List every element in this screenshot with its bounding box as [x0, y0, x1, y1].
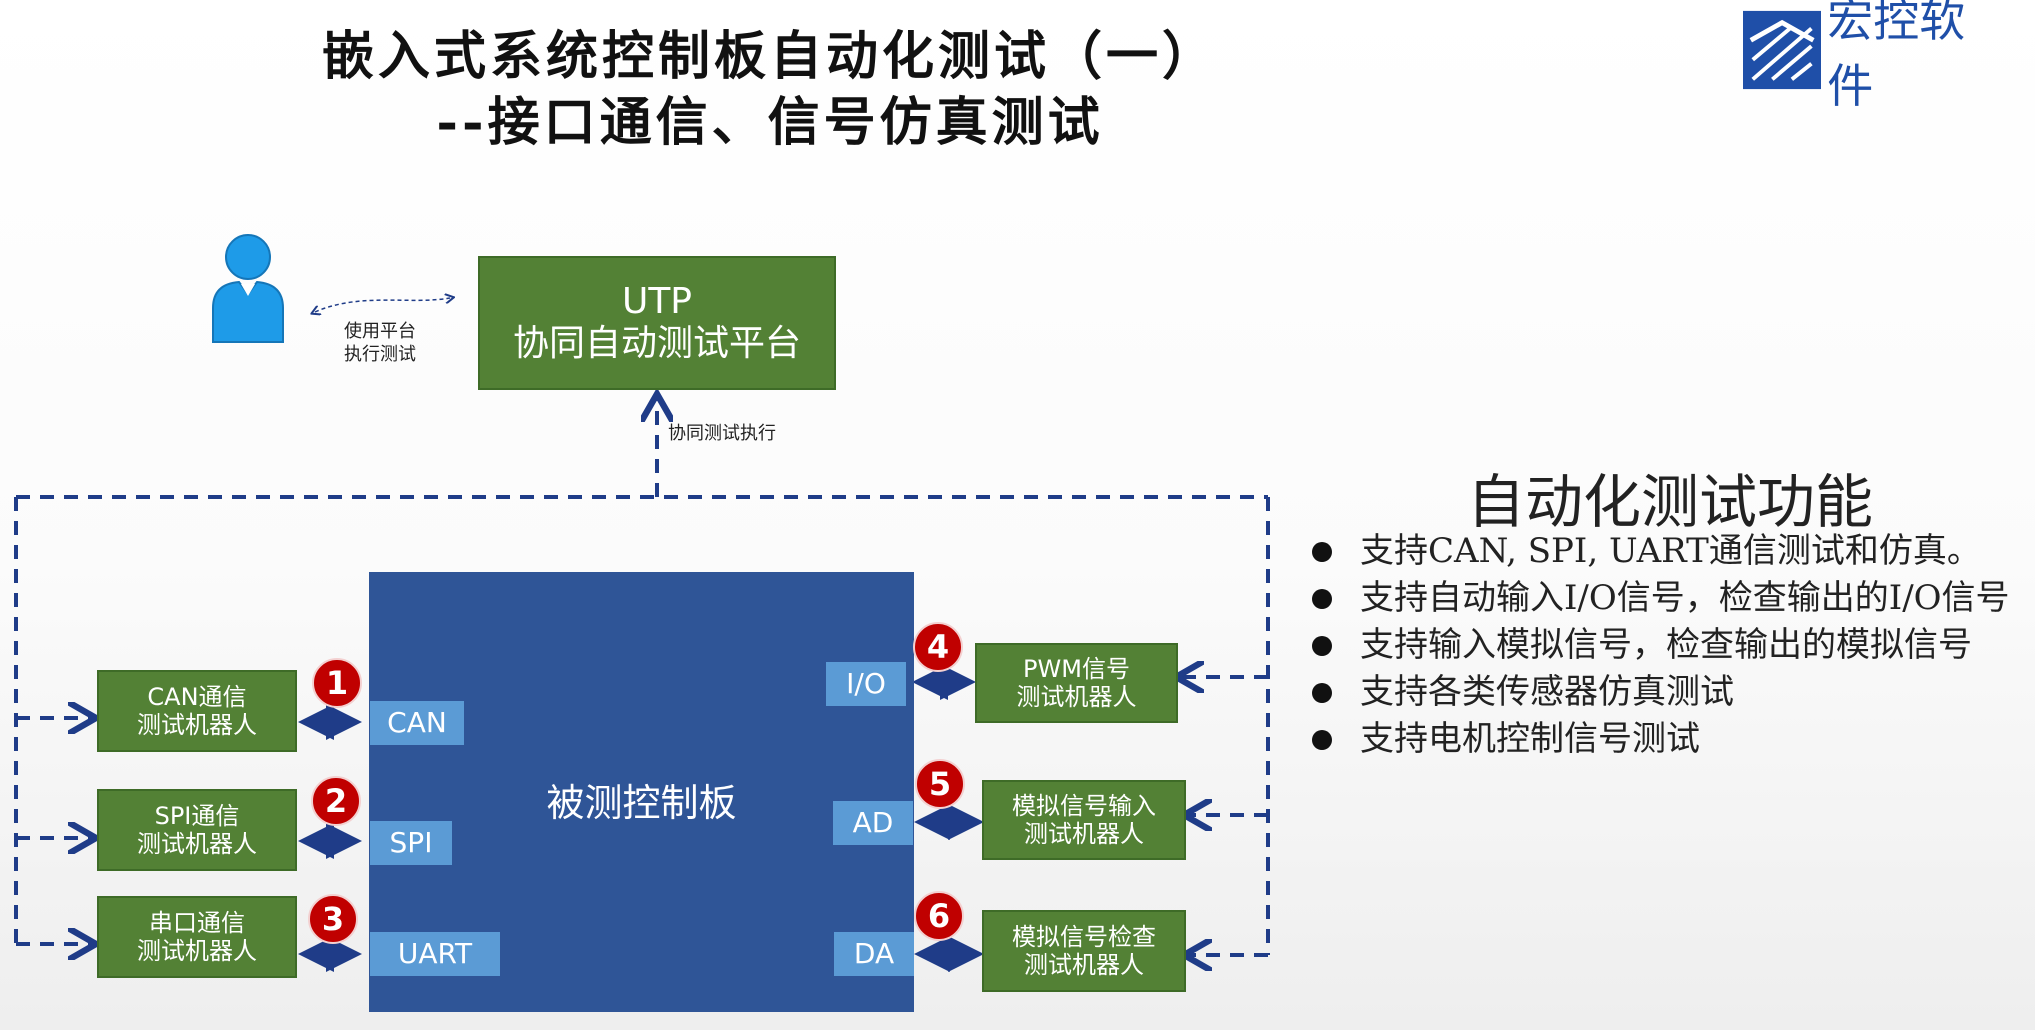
robot-can-line1: CAN通信 [147, 682, 247, 711]
robot-ad-line1: 模拟信号输入 [1012, 791, 1156, 820]
port-ad: AD [833, 801, 913, 845]
utp-platform-box: UTP 协同自动测试平台 [478, 256, 836, 390]
robot-can-line2: 测试机器人 [137, 711, 257, 739]
badge-3: 3 [308, 894, 358, 944]
feature-item: 支持各类传感器仿真测试 [1310, 669, 2030, 715]
badge-4: 4 [913, 622, 963, 672]
feature-item: 支持电机控制信号测试 [1310, 716, 2030, 762]
features-title: 自动化测试功能 [1466, 468, 1873, 536]
robot-uart: 串口通信 测试机器人 [97, 896, 297, 978]
robot-pwm-line2: 测试机器人 [1016, 683, 1137, 711]
user-link-label: 使用平台 执行测试 [330, 320, 430, 367]
badge-5: 5 [915, 759, 965, 809]
badge-2: 2 [311, 776, 361, 826]
user-link-label-line2: 执行测试 [344, 344, 416, 366]
feature-text: 支持输入模拟信号，检查输出的模拟信号 [1360, 625, 1972, 665]
board-label: 被测控制板 [546, 781, 737, 825]
feature-text: 支持自动输入I/O信号，检查输出的I/O信号 [1360, 578, 2010, 618]
port-can: CAN [370, 701, 464, 745]
utp-title: UTP [621, 280, 693, 322]
bullet-icon [1312, 589, 1332, 609]
robot-spi-line1: SPI通信 [154, 801, 240, 830]
features-list: 支持CAN, SPI, UART通信测试和仿真。 支持自动输入I/O信号，检查输… [1310, 528, 2030, 763]
feature-item: 支持输入模拟信号，检查输出的模拟信号 [1310, 622, 2030, 668]
logo-text: 宏控软件 [1827, 0, 1966, 113]
port-io: I/O [826, 662, 906, 706]
page-subtitle: --接口通信、信号仿真测试 [436, 92, 1104, 153]
port-da: DA [834, 932, 914, 976]
feature-text: 支持CAN, SPI, UART通信测试和仿真。 [1360, 531, 1981, 571]
bullet-icon [1312, 683, 1332, 703]
robot-uart-line1: 串口通信 [149, 908, 245, 937]
user-link-label-line1: 使用平台 [344, 321, 416, 342]
feature-item: 支持自动输入I/O信号，检查输出的I/O信号 [1310, 575, 2030, 621]
badge-1: 1 [312, 658, 362, 708]
logo-mark-icon [1743, 10, 1822, 90]
robot-da-line1: 模拟信号检查 [1012, 922, 1156, 951]
port-spi: SPI [370, 821, 452, 865]
port-uart: UART [370, 932, 500, 976]
coop-label: 协同测试执行 [668, 423, 776, 444]
robot-da: 模拟信号检查 测试机器人 [982, 910, 1186, 992]
robot-pwm-line1: PWM信号 [1023, 654, 1130, 683]
bullet-icon [1312, 542, 1332, 562]
feature-text: 支持电机控制信号测试 [1360, 719, 1700, 759]
robot-can: CAN通信 测试机器人 [97, 670, 297, 752]
user-platform-link [315, 298, 450, 312]
bullet-icon [1312, 636, 1332, 656]
feature-text: 支持各类传感器仿真测试 [1360, 672, 1734, 712]
robot-ad-line2: 测试机器人 [1024, 820, 1144, 848]
robot-spi-line2: 测试机器人 [137, 830, 257, 858]
robot-pwm: PWM信号 测试机器人 [975, 643, 1178, 723]
bullet-icon [1312, 730, 1332, 750]
user-icon [212, 234, 284, 343]
robot-spi: SPI通信 测试机器人 [97, 789, 297, 871]
feature-item: 支持CAN, SPI, UART通信测试和仿真。 [1310, 528, 2030, 574]
page-title: 嵌入式系统控制板自动化测试（一） [321, 26, 1218, 87]
utp-subtitle: 协同自动测试平台 [512, 323, 801, 364]
company-logo: 宏控软件 [1743, 0, 2007, 113]
robot-ad: 模拟信号输入 测试机器人 [982, 780, 1186, 860]
badge-6: 6 [914, 891, 964, 941]
robot-uart-line2: 测试机器人 [137, 937, 257, 965]
robot-da-line2: 测试机器人 [1024, 951, 1144, 979]
